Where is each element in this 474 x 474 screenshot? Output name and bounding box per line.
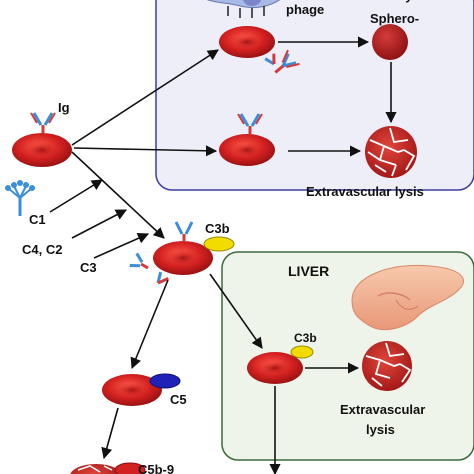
c4-c2-label: C4, C2 [22,242,62,257]
lysed-cell-liver [362,341,412,391]
c3b-label-center: C3b [205,221,230,236]
rbc-c3b-center [153,241,213,275]
arrow-c3b-to-c5 [130,279,169,370]
c5b9-marker [114,462,146,474]
c1-complex-icon [5,180,35,216]
extravascular-liver-label-line1: Extravascular [340,402,425,417]
antibody-icon-center-bottom [156,271,169,285]
rbc-c3b-liver [247,352,303,384]
arrow-c3b-to-liver-rbc [209,273,263,349]
lysed-cell-spleen [365,126,417,178]
c1-label: C1 [29,212,46,227]
spherocyte-label-line1: Sphero- [370,11,419,26]
arrow-c1 [49,179,103,213]
arrow-ig-to-spleen-rbc [73,145,218,157]
c5-label: C5 [170,392,187,407]
ig-label: Ig [58,100,70,115]
antibody-icon-spleen [237,113,263,134]
antibody-icon-ig [30,112,56,133]
antibody-icon-center-left [129,252,149,270]
c3b-marker-center [203,236,235,252]
spherocyte-cell [372,24,408,60]
arrow-ig-to-top-rbc [71,49,219,146]
extravascular-lysis-spleen-label: Extravascular lysis [306,184,424,199]
extravascular-liver-label-line2: lysis [366,422,395,437]
antibody-icon-center-top [174,221,194,242]
phage-label: phage [286,2,324,17]
c3-label: C3 [80,260,97,275]
lysed-cell-c5b9 [70,464,122,474]
arrow-c5-to-c5b9 [101,407,119,460]
antibody-icon-top [274,49,300,74]
arrow-c3 [93,232,150,259]
spleen-region-box [155,0,474,191]
arrow-c4-c2 [71,209,127,239]
c5-marker [149,373,181,389]
c3b-label-liver: C3b [294,331,317,345]
rbc-opsonized-top [219,26,275,58]
rbc-c5 [102,374,162,406]
antibody-icon-top-small [264,53,276,66]
c5b9-label: C5b-9 [138,462,174,474]
liver-label: LIVER [288,263,329,279]
rbc-ig-left [12,133,72,167]
c3b-marker-liver [290,345,314,359]
liver-icon [351,264,464,331]
arrow-ig-to-c3b-rbc [71,151,165,239]
macrophage-icon [206,0,281,18]
spherocyte-label-line2: cyte [398,0,424,3]
rbc-antibody-spleen [219,134,275,166]
